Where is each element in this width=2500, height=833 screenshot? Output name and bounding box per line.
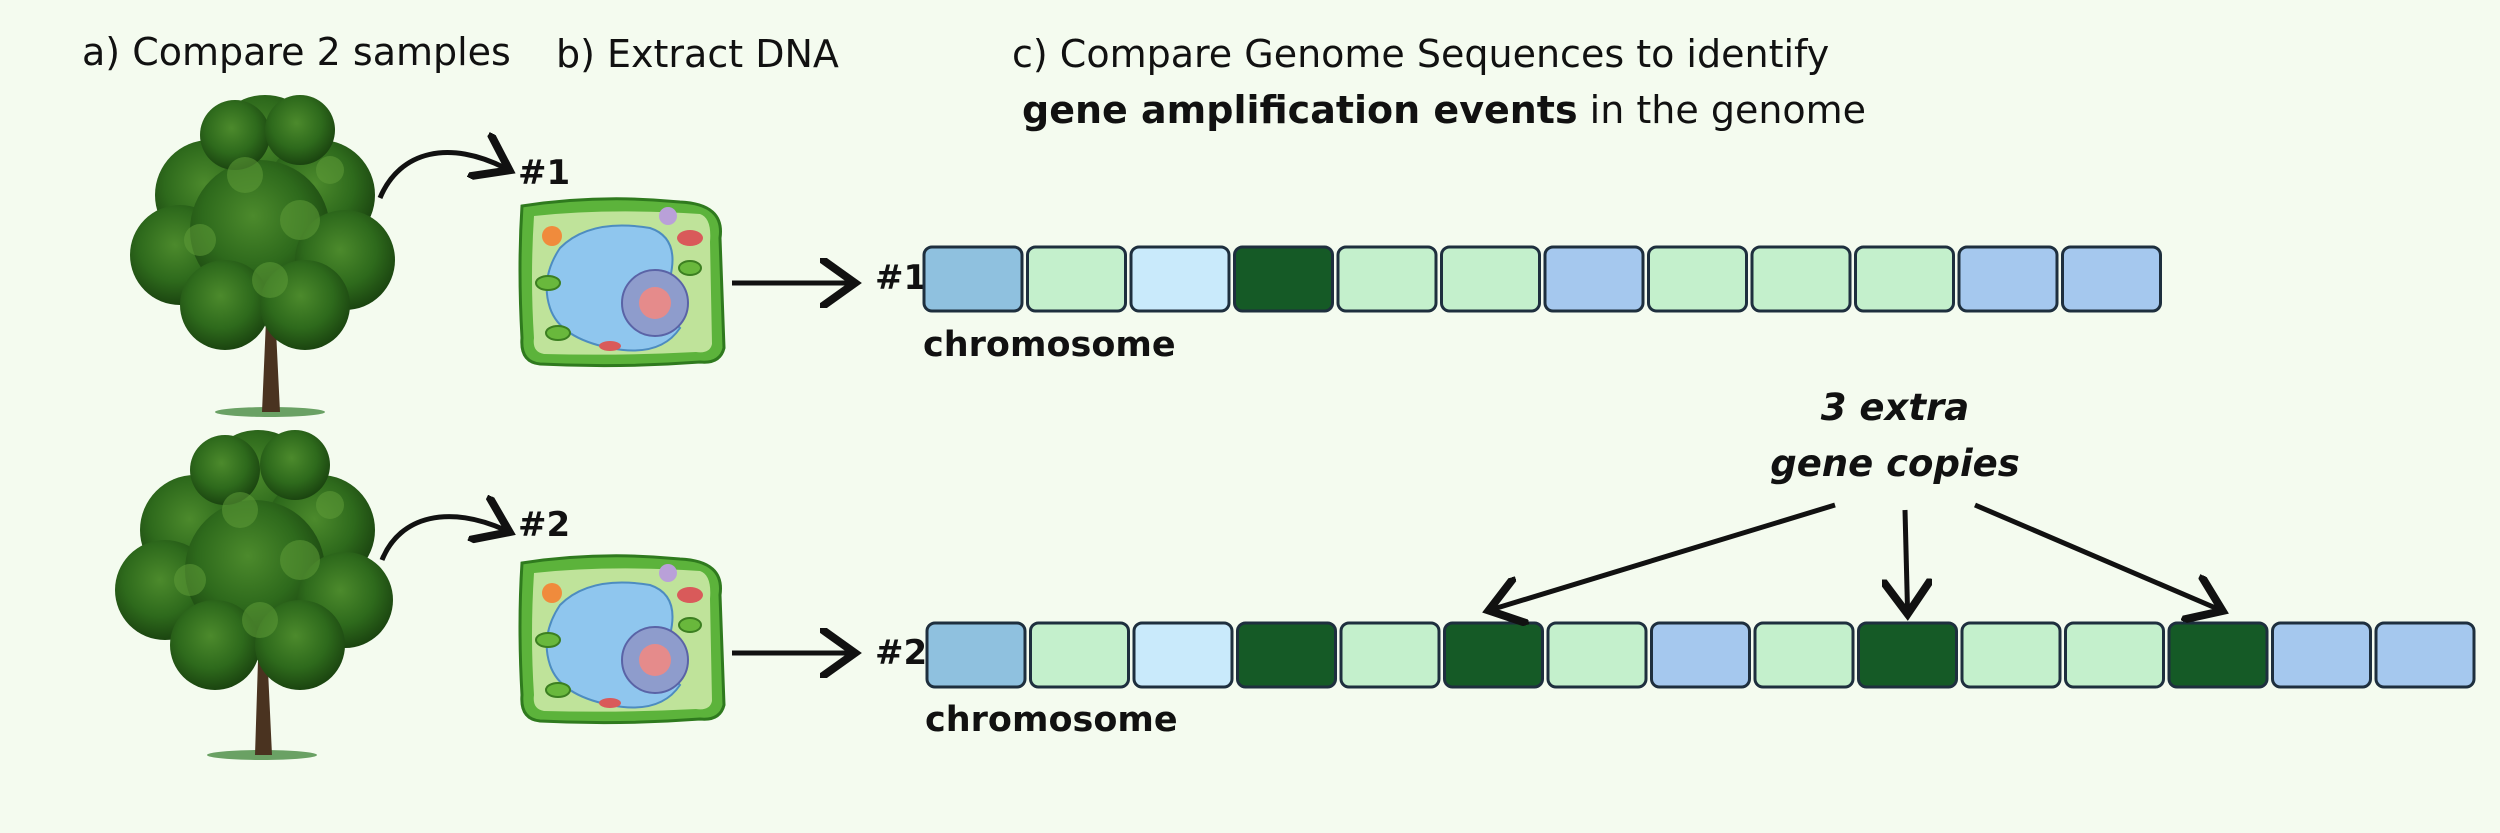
callout-line1: 3 extra <box>1820 386 1970 429</box>
gene-segment-dark-green <box>1443 621 1544 689</box>
gene-segment-dark-green <box>1233 245 1334 313</box>
extra-copy-arrow <box>1905 509 1908 609</box>
tree-2-icon <box>115 430 393 760</box>
gene-segment-mint <box>1440 245 1541 313</box>
plant-cell-2-icon <box>518 554 726 725</box>
step-c-label: c) Compare Genome Sequences to identify <box>1012 32 1829 76</box>
gene-segment-mint <box>1647 245 1748 313</box>
chromosome-1-tag: #1 <box>875 258 928 298</box>
extra-copies-callout: 3 extra gene copies <box>1745 380 2045 492</box>
chromosome-1 <box>922 245 2162 313</box>
tree-1-icon <box>130 95 395 417</box>
chromosome-2-tag: #2 <box>875 633 928 673</box>
gene-segment-mint <box>1854 245 1955 313</box>
gene-segment-mint <box>1546 621 1648 689</box>
step-c-line2: gene amplification events in the genome <box>1022 88 1866 132</box>
gene-segment-mint <box>2064 621 2165 689</box>
gene-segment-mint <box>1960 621 2062 689</box>
gene-segment-blue-mid <box>922 245 1024 313</box>
step-c-line1: c) Compare Genome Sequences to identify <box>1012 32 1830 76</box>
tree-2-arrow <box>379 517 505 561</box>
gene-segment-periwinkle <box>1543 245 1645 313</box>
plant-cell-1-icon <box>518 197 726 368</box>
tree-1-arrow <box>377 153 505 199</box>
step-a-label: a) Compare 2 samples <box>82 30 511 74</box>
gene-segment-blue-mid <box>925 621 1027 689</box>
gene-segment-dark-green <box>2167 621 2269 689</box>
step-c-line2-rest: in the genome <box>1577 88 1867 132</box>
gene-segment-sky <box>1129 245 1231 313</box>
gene-amplification-emphasis: gene amplification events <box>1022 88 1578 132</box>
step-b-label: b) Extract DNA <box>556 32 839 76</box>
gene-segment-periwinkle <box>1650 621 1751 689</box>
gene-segment-periwinkle <box>2061 245 2162 313</box>
callout-arrows <box>1494 502 2219 609</box>
chromosome-2 <box>925 621 2476 689</box>
gene-segment-periwinkle <box>2374 621 2476 689</box>
gene-segment-periwinkle <box>1957 245 2059 313</box>
chromosome-1-label: chromosome <box>923 325 1176 365</box>
chromosome-2-label: chromosome <box>925 700 1178 740</box>
gene-segment-sky <box>1132 621 1234 689</box>
tree-2-tag: #2 <box>518 505 571 545</box>
gene-segment-mint <box>1336 245 1438 313</box>
callout-line2: gene copies <box>1770 442 2020 485</box>
gene-segment-dark-green <box>1857 621 1958 689</box>
gene-segment-mint <box>1753 621 1855 689</box>
gene-segment-mint <box>1026 245 1127 313</box>
gene-segment-mint <box>1339 621 1441 689</box>
extra-copy-arrow <box>1974 502 2218 609</box>
gene-segment-periwinkle <box>2271 621 2372 689</box>
gene-segment-mint <box>1029 621 1130 689</box>
extra-copy-arrow <box>1494 502 1836 609</box>
gene-segment-dark-green <box>1236 621 1337 689</box>
tree-1-tag: #1 <box>518 153 571 193</box>
gene-segment-mint <box>1750 245 1852 313</box>
